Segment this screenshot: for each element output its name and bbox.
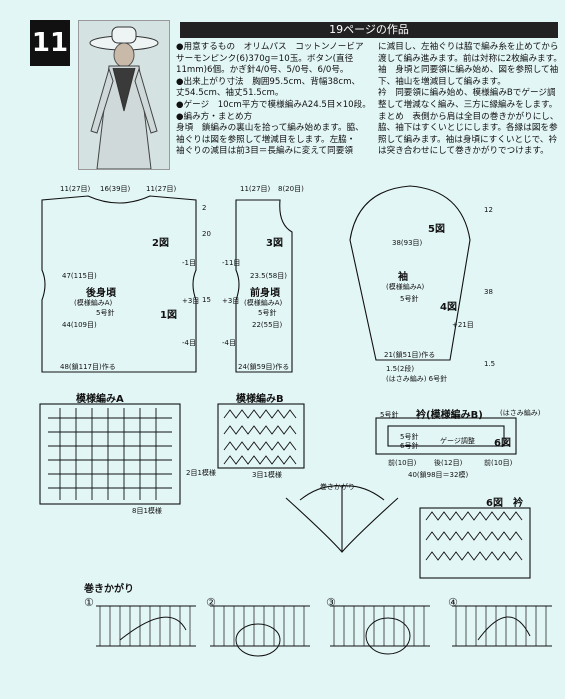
text-line: 脇、袖下はすくいとじにします。各縁は図を参 [378,123,558,134]
model-photo-image [89,26,159,169]
text-line: 下、袖山を増減目して編みます。 [378,76,506,87]
sleeve-cuff: 21(鎖51目)作る [384,351,436,359]
text-line: 衿 同要領に編み始め、模様編みBでゲージ調 [378,88,556,99]
pattern-b-title: 模様編みB [236,394,284,405]
back-top-left: 11(27目) [60,185,91,193]
text-line: は突き合わせにして巻きかがりでつけます。 [378,146,549,157]
text-line: サーモンピンク(6)370g＝10玉。ボタン(直径 [176,53,354,64]
back-top-right: 11(27目) [146,185,177,193]
text-line: に減目し、左袖ぐりは脇で編み糸を止めてから [378,42,559,52]
back-side-top: -1目 [182,259,196,267]
step-3-label: ③ [326,596,336,609]
text-line: 袖ぐりの減目は前3目＝長編みに変えて同要領 [176,146,353,157]
sleeve-pattern: (模様編みA) [386,283,425,291]
back-name: 後身頃 [86,288,116,299]
text-line: 袖 身頃と同要領に編み始め、図を参照して袖 [378,65,559,76]
sleeve-w38: 38(93目) [392,239,423,247]
front-side-top: -11目 [222,259,241,267]
sleeve-cuff2: 1.5(2段) [386,365,415,373]
collar-back: 後(12目) [434,459,463,467]
collar-gauge: ゲージ調整 [440,437,475,445]
back-h20: 20 [202,230,211,238]
page-title: 19ページの作品 [180,22,558,38]
back-side-mid: +3目 [182,297,200,305]
step-1-label: ① [84,596,94,609]
back-w44: 44(109目) [62,321,97,329]
text-line: 照して編みます。袖は身頃にすくいとじで、衿 [378,134,558,145]
front-pattern: (模様編みA) [244,299,283,307]
text-line: 身頃 鎖編みの裏山を拾って編み始めます。脇、 [176,123,364,134]
text-line: 11mm)6個。かぎ針4/0号、5/0号、6/0号。 [176,65,349,76]
text-line: 整して増減なく編み、三方に縁編みをします。 [378,99,558,110]
collar-title: 衿(模様編みB) [416,410,483,421]
fig6-collar-title: 6図 衿 [486,498,523,509]
front-top-right: 8(20目) [278,185,304,193]
front-w235: 23.5(58目) [250,272,287,280]
collar-fig6: 6図 [494,438,511,449]
collar-front-right: 前(10目) [484,459,513,467]
back-w47: 47(115目) [62,272,97,280]
collar-needle5b: 5号針 [400,433,419,441]
front-fig3: 3図 [266,238,283,249]
sleeve-fig5: 5図 [428,224,445,235]
text-line: ●用意するもの オリムパス コットンノービア [176,42,364,52]
text-line: まとめ 表側から肩は全目の巻きかがりにし、 [378,111,559,122]
pattern-a-two-one: 2目1模様 [186,469,216,477]
back-h2: 2 [202,204,207,212]
back-fig1: 1図 [160,310,177,321]
sleeve-name: 袖 [398,272,408,283]
text-line: ●編み方・まとめ方 [176,111,253,122]
collar-hasami: (はさみ編み) [500,409,541,417]
sleeve-h15: 1.5 [484,360,496,368]
collar-width: 40(鎖98目＝32模) [408,471,469,479]
collar-needle5: 5号針 [380,411,399,419]
sleeve-h12: 12 [484,206,493,214]
pattern-a-repeat: 8目1模様 [132,507,162,515]
front-w22: 22(55目) [252,321,283,329]
makikagari-title: 巻きかがり [84,584,134,595]
sleeve-fig4: 4図 [440,302,457,313]
pattern-b-repeat: 3目1模様 [252,471,282,479]
back-top-mid: 16(39目) [100,185,131,193]
instructions-left: ●用意するもの オリムパス コットンノービア サーモンピンク(6)370g＝10… [176,42,372,158]
sleeve-needle: 5号針 [400,295,419,303]
back-bottom: 48(鎖117目)作る [60,363,116,371]
text-line: ●ゲージ 10cm平方で模様編みA24.5目×10段。 [176,99,371,110]
back-fig2: 2図 [152,238,169,249]
model-photo [78,20,170,170]
step-2-label: ② [206,596,216,609]
front-needle: 5号針 [258,309,277,317]
sleeve-h38: 38 [484,288,493,296]
text-line: 丈54.5cm、袖丈51.5cm。 [176,88,284,99]
collar-front: 前(10目) [388,459,417,467]
collar-attach-makikagari: 巻きかがり [320,483,355,491]
front-bottom: 24(鎖59目)作る [238,363,290,371]
sleeve-side-mid: +21目 [452,321,474,329]
front-name: 前身頃 [250,288,280,299]
collar-needle6: 6号針 [400,442,419,450]
text-line: 渡して編み進みます。前は対称に2枚編みます。 [378,53,562,64]
pattern-a-title: 模様編みA [76,394,124,405]
instructions-right: に減目し、左袖ぐりは脇で編み糸を止めてから 渡して編み進みます。前は対称に2枚編… [378,42,562,158]
text-line: ●出来上がり寸法 胸囲95.5cm、背幅38cm、 [176,76,361,87]
front-side-bot: -4目 [222,339,236,347]
back-pattern: (模様編みA) [74,299,113,307]
step-4-label: ④ [448,596,458,609]
text-line: 袖ぐりは図を参照して増減目をします。左脇・ [176,134,356,145]
sleeve-cuff3: (はさみ編み) 6号針 [386,375,448,383]
front-side-mid: +3目 [222,297,240,305]
front-top-left: 11(27目) [240,185,271,193]
back-side-bot: -4目 [182,339,196,347]
pattern-number: 11 [30,20,70,66]
back-needle: 5号針 [96,309,115,317]
back-h15: 15 [202,296,211,304]
